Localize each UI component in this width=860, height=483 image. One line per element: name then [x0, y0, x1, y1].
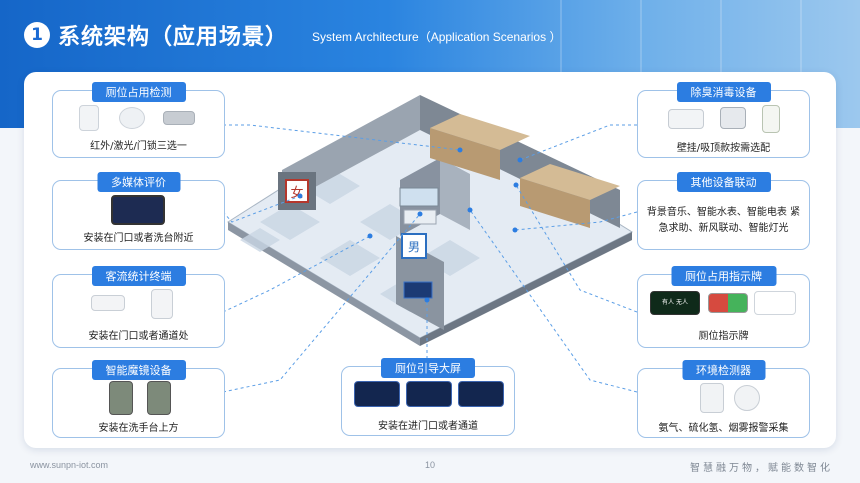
- panel-title: 客流统计终端: [91, 266, 186, 286]
- counter-terminal-icon: [151, 289, 173, 319]
- panel-people-counter: 客流统计终端 安装在门口或者通道处: [52, 266, 225, 348]
- website-link[interactable]: www.sunpn-iot.com: [30, 460, 109, 470]
- smart-mirror-icon: [109, 381, 133, 415]
- panel-title: 多媒体评价: [97, 172, 180, 192]
- banner-decoration: [720, 0, 802, 128]
- section-number-badge: 1: [24, 22, 50, 48]
- page-subtitle: System Architecture（Application Scenario…: [312, 30, 562, 44]
- panel-deodorize-disinfect: 除臭消毒设备 壁挂/吸顶款按需选配: [637, 82, 810, 158]
- panel-title: 环境检测器: [682, 360, 765, 380]
- panel-smart-mirror: 智能魔镜设备 安装在洗手台上方: [52, 360, 225, 438]
- wall-deodorizer-icon: [668, 109, 704, 129]
- gas-sensor-icon: [700, 383, 724, 413]
- guide-screen-icon: [406, 381, 452, 407]
- slogan: 智慧融万物，赋能数智化: [690, 463, 833, 474]
- panel-caption: 背景音乐、智能水表、智能电表 紧急求助、新风联动、智能灯光: [646, 207, 801, 234]
- gender-sign-icon: [754, 291, 796, 315]
- panel-title: 智能魔镜设备: [91, 360, 186, 380]
- panel-caption: 厕位指示牌: [698, 331, 749, 342]
- male-sign: 男: [408, 240, 420, 254]
- panel-caption: 安装在洗手台上方: [98, 423, 179, 434]
- indicator-light-icon: [708, 293, 748, 313]
- counter-sensor-icon: [91, 295, 125, 311]
- page-title: 系统架构（应用场景）: [58, 25, 289, 50]
- panel-stall-indicator: 厕位占用指示牌 有人 无人 厕位指示牌: [637, 266, 810, 348]
- door-lock-icon: [163, 111, 195, 125]
- panel-environment-detector: 环境检测器 氨气、硫化氢、烟雾报警采集: [637, 360, 810, 438]
- panel-caption: 安装在进门口或者通道: [378, 421, 478, 432]
- panel-title: 厕位占用指示牌: [671, 266, 776, 286]
- panel-device-linkage: 其他设备联动 背景音乐、智能水表、智能电表 紧急求助、新风联动、智能灯光: [637, 172, 810, 250]
- indicator-sign-icon: 有人 无人: [650, 291, 700, 315]
- rating-screen-icon: [111, 195, 165, 225]
- panel-multimedia-rating: 多媒体评价 安装在门口或者洗台附近: [52, 172, 225, 250]
- ceiling-deodorizer-icon: [720, 107, 746, 129]
- guide-screen-icon: [354, 381, 400, 407]
- laser-sensor-icon: [119, 107, 145, 129]
- panel-guide-screen: 厕位引导大屏 安装在进门口或者通道: [341, 358, 515, 436]
- banner-decoration: [800, 0, 860, 128]
- panel-title: 厕位占用检测: [91, 82, 186, 102]
- panel-title: 厕位引导大屏: [381, 358, 475, 378]
- panel-caption: 壁挂/吸顶款按需选配: [676, 143, 771, 154]
- panel-title: 其他设备联动: [676, 172, 771, 192]
- page-number: 10: [425, 460, 436, 470]
- guide-screen-icon: [458, 381, 504, 407]
- panel-title: 除臭消毒设备: [676, 82, 771, 102]
- smart-mirror-icon: [147, 381, 171, 415]
- disinfector-icon: [762, 105, 780, 133]
- panel-caption: 安装在门口或者通道处: [88, 331, 189, 342]
- banner-decoration: [640, 0, 722, 128]
- banner-decoration: [560, 0, 642, 128]
- panel-caption: 红外/激光/门锁三选一: [90, 141, 187, 152]
- infrared-sensor-icon: [79, 105, 99, 131]
- panel-caption: 安装在门口或者洗台附近: [83, 233, 194, 244]
- panel-stall-occupancy-detection: 厕位占用检测 红外/激光/门锁三选一: [52, 82, 225, 158]
- smoke-detector-icon: [734, 385, 760, 411]
- panel-caption: 氨气、硫化氢、烟雾报警采集: [658, 423, 789, 434]
